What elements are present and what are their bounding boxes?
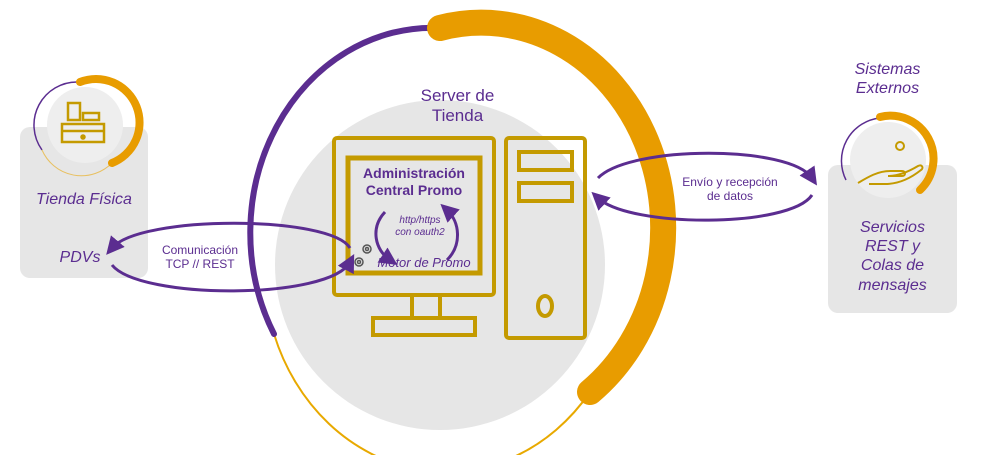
tower-icon xyxy=(504,136,587,340)
header-line2: Externos xyxy=(855,80,920,98)
monitor-icon xyxy=(332,136,496,337)
protocol-line2: con oauth2 xyxy=(395,227,445,238)
admin-line2: Central Promo xyxy=(365,181,463,198)
cash-register-icon xyxy=(60,101,106,144)
server-title-line2: Tienda xyxy=(431,106,484,126)
servicios-card xyxy=(828,165,957,313)
exchange-arrow-in xyxy=(591,191,814,222)
ring-thin-orange xyxy=(273,333,591,455)
protocol-line1: http/https xyxy=(399,215,441,226)
server-title-line1: Server de xyxy=(420,86,495,105)
admin-line1: Administración xyxy=(363,165,465,181)
cycle-arrow-right xyxy=(440,203,460,262)
comm-arrow-to-pdvs xyxy=(106,221,352,255)
exchange-line2: de datos xyxy=(706,189,754,204)
comm-line1: Comunicación xyxy=(161,243,239,257)
exchange-arrow-out xyxy=(596,151,818,186)
header-line1: Sistemas xyxy=(854,61,921,78)
exchange-line1: Envío y recepción xyxy=(682,175,778,189)
services-icon-bg xyxy=(850,122,926,198)
cycle-arrow-left xyxy=(374,210,398,265)
comm-arrow-to-server xyxy=(110,254,355,293)
hand-gear-icon xyxy=(857,141,924,185)
services-line4: mensajes xyxy=(858,276,927,294)
pdvs-label: PDVs xyxy=(59,249,101,266)
services-line2: REST y xyxy=(864,238,921,256)
ring-purple-arc xyxy=(247,24,443,337)
servicios-label: Servicios REST y Colas de mensajes xyxy=(828,218,957,295)
services-line3: Colas de xyxy=(860,257,925,275)
tienda-fisica-label: Tienda Física xyxy=(36,191,132,208)
gear-icon xyxy=(354,244,372,267)
services-line1: Servicios xyxy=(860,219,925,236)
motor-de-promo: Motor de Promo xyxy=(377,255,471,270)
ring-orange-arc xyxy=(427,9,677,405)
comm-line2: TCP // REST xyxy=(165,257,235,272)
